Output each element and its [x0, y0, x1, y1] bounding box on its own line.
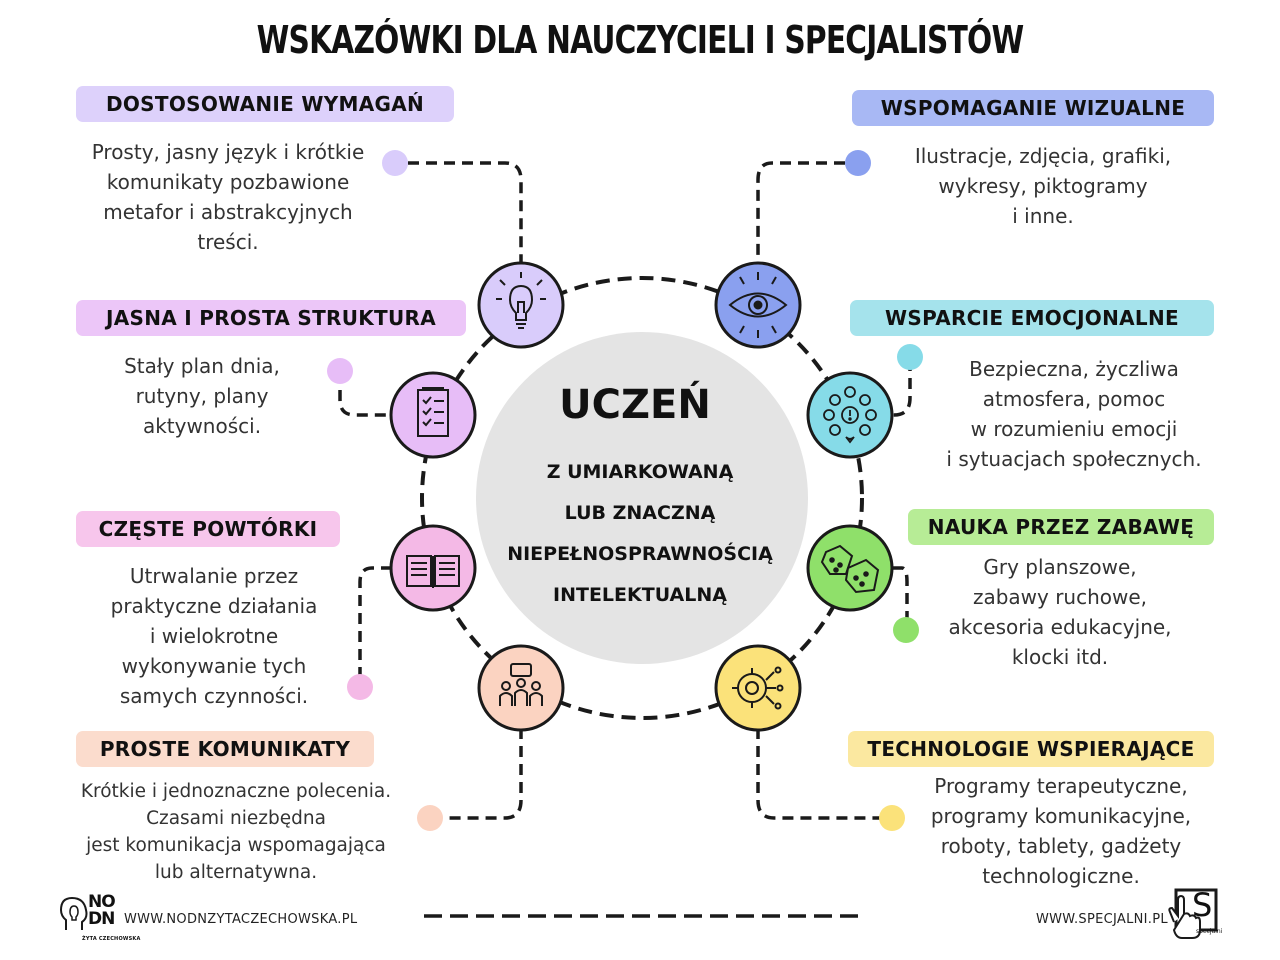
- label-dostosowanie-wymagan: DOSTOSOWANIE WYMAGAŃ: [76, 86, 454, 122]
- desc-line: programy komunikacyjne,: [930, 804, 1192, 828]
- desc-line: treści.: [197, 230, 259, 254]
- dot-powtorki: [347, 674, 373, 700]
- desc-line: atmosfera, pomoc: [982, 387, 1166, 411]
- specjalni-logo-letter: S: [1192, 886, 1213, 924]
- desc-line: roboty, tablety, gadżety: [940, 834, 1182, 858]
- specjalni-logo-sub: specjalni: [1196, 928, 1223, 935]
- dot-komunikaty: [417, 805, 443, 831]
- desc-line: rutyny, plany: [135, 384, 269, 408]
- desc-wspomaganie-wizualne: Ilustracje, zdjęcia, grafiki, wykresy, p…: [880, 141, 1206, 231]
- desc-line: lub alternatywna.: [154, 862, 318, 883]
- center-disc: [476, 332, 808, 664]
- center-title: UCZEŃ: [559, 382, 711, 428]
- center-subtitle-line: LUB ZNACZNĄ: [564, 502, 716, 524]
- label-wspomaganie-wizualne: WSPOMAGANIE WIZUALNE: [852, 90, 1214, 126]
- people-icon: [499, 663, 543, 706]
- footer-left-url[interactable]: WWW.NODNZYTACZECHOWSKA.PL: [124, 912, 358, 927]
- dice-icon: [820, 544, 880, 594]
- label-nauka-przez-zabawe: NAUKA PRZEZ ZABAWĘ: [908, 509, 1214, 545]
- dot-zabawa: [893, 617, 919, 643]
- specjalni-logo-icon: [1168, 888, 1218, 939]
- label-czeste-powtorki: CZĘSTE POWTÓRKI: [76, 511, 340, 547]
- checklist-icon: [417, 387, 449, 437]
- technology-icon: [732, 666, 784, 710]
- desc-line: i wielokrotne: [149, 624, 279, 648]
- label-technologie-wspierajace: TECHNOLOGIE WSPIERAJĄCE: [848, 731, 1214, 767]
- nodn-logo-text: NO DN: [88, 892, 116, 929]
- desc-line: praktyczne działania: [110, 594, 318, 618]
- dot-wspomaganie: [845, 150, 871, 176]
- dot-dostosowanie: [382, 150, 408, 176]
- desc-line: i inne.: [1012, 204, 1074, 228]
- nodn-logo-sub: ŻYTA CZECHOWSKA: [82, 936, 141, 942]
- circle-lightbulb: [477, 261, 565, 349]
- label-wsparcie-emocjonalne: WSPARCIE EMOCJONALNE: [850, 300, 1214, 336]
- label-proste-komunikaty: PROSTE KOMUNIKATY: [76, 731, 374, 767]
- desc-line: i sytuacjach społecznych.: [946, 447, 1202, 471]
- desc-line: metafor i abstrakcyjnych: [103, 200, 353, 224]
- desc-proste-komunikaty: Krótkie i jednoznaczne polecenia. Czasam…: [52, 778, 420, 886]
- desc-line: w rozumieniu emocji: [970, 417, 1178, 441]
- desc-line: Czasami niezbędna: [146, 808, 326, 829]
- desc-line: technologiczne.: [982, 864, 1140, 888]
- circle-checklist: [389, 371, 477, 459]
- desc-jasna-prosta-struktura: Stały plan dnia, rutyny, plany aktywnośc…: [90, 351, 314, 441]
- dot-technologie: [879, 805, 905, 831]
- desc-line: samych czynności.: [119, 684, 309, 708]
- page-title: WSKAZÓWKI DLA NAUCZYCIELI I SPECJALISTÓW: [256, 18, 1025, 62]
- dot-wsparcie: [897, 344, 923, 370]
- center-subtitle-line: INTELEKTUALNĄ: [553, 584, 727, 606]
- desc-czeste-powtorki: Utrwalanie przez praktyczne działania i …: [84, 561, 344, 711]
- desc-line: Gry planszowe,: [983, 555, 1137, 579]
- desc-line: Utrwalanie przez: [129, 564, 299, 588]
- nodn-head-icon: [59, 896, 88, 930]
- lightbulb-icon: [496, 272, 546, 329]
- footer-right-url[interactable]: WWW.SPECJALNI.PL: [1036, 912, 1168, 927]
- desc-line: komunikaty pozbawione: [106, 170, 350, 194]
- desc-line: Programy terapeutyczne,: [934, 774, 1188, 798]
- desc-line: zabawy ruchowe,: [972, 585, 1148, 609]
- center-subtitle: Z UMIARKOWANĄ LUB ZNACZNĄ NIEPEŁNOSPRAWN…: [475, 452, 805, 616]
- emotions-icon: [823, 386, 877, 444]
- desc-dostosowanie-wymagan: Prosty, jasny język i krótkie komunikaty…: [60, 137, 396, 257]
- desc-line: jest komunikacja wspomagająca: [86, 835, 386, 856]
- desc-wsparcie-emocjonalne: Bezpieczna, życzliwa atmosfera, pomoc w …: [924, 354, 1224, 474]
- desc-line: klocki itd.: [1011, 645, 1109, 669]
- label-jasna-prosta-struktura: JASNA I PROSTA STRUKTURA: [76, 300, 466, 336]
- eye-icon: [728, 272, 788, 338]
- desc-line: Krótkie i jednoznaczne polecenia.: [80, 781, 392, 802]
- desc-technologie-wspierajace: Programy terapeutyczne, programy komunik…: [912, 771, 1210, 891]
- desc-line: Prosty, jasny język i krótkie: [91, 140, 365, 164]
- center-subtitle-line: Z UMIARKOWANĄ: [546, 461, 734, 483]
- desc-line: Ilustracje, zdjęcia, grafiki,: [914, 144, 1172, 168]
- dot-struktura: [327, 358, 353, 384]
- desc-line: wykresy, piktogramy: [938, 174, 1148, 198]
- book-icon: [406, 555, 460, 588]
- desc-line: Stały plan dnia,: [124, 354, 280, 378]
- dashed-ring: [420, 276, 864, 720]
- desc-line: wykonywanie tych: [121, 654, 307, 678]
- desc-line: Bezpieczna, życzliwa: [969, 357, 1179, 381]
- desc-nauka-przez-zabawe: Gry planszowe, zabawy ruchowe, akcesoria…: [922, 552, 1198, 672]
- desc-line: aktywności.: [142, 414, 262, 438]
- dashed-connectors: [338, 161, 912, 918]
- center-subtitle-line: NIEPEŁNOSPRAWNOŚCIĄ: [507, 543, 773, 565]
- desc-line: akcesoria edukacyjne,: [948, 615, 1172, 639]
